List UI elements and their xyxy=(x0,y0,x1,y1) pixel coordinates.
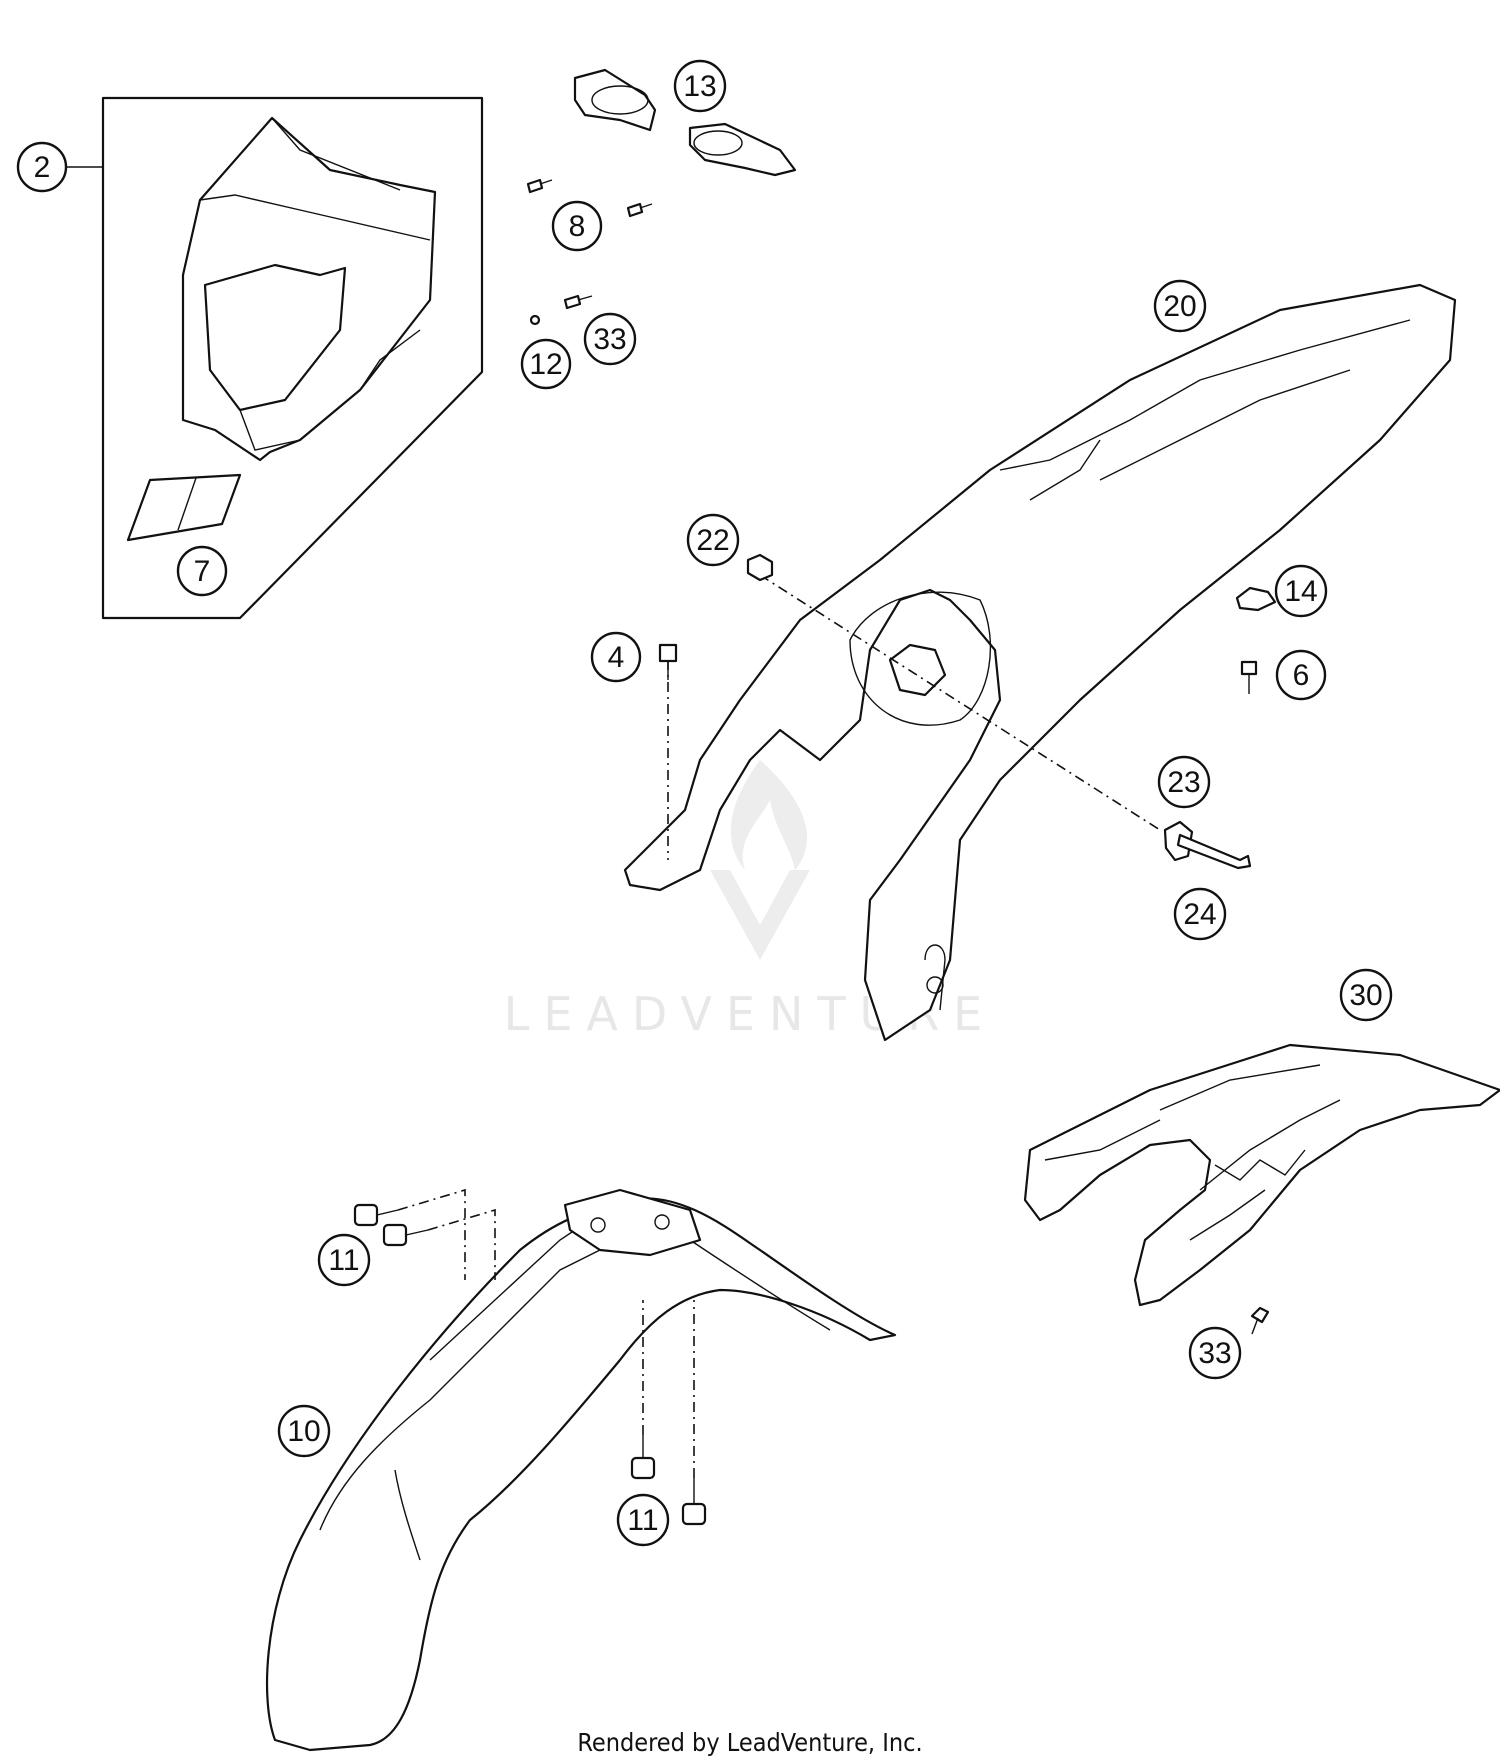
callout-22: 22 xyxy=(686,513,740,567)
callout-11-bottom-label: 11 xyxy=(627,1504,658,1537)
callout-33-top: 33 xyxy=(583,312,637,366)
callout-30-label: 30 xyxy=(1349,979,1382,1012)
callout-2-label: 2 xyxy=(34,151,51,184)
callout-23: 23 xyxy=(1157,755,1211,809)
callout-24: 24 xyxy=(1173,887,1227,941)
render-credit: Rendered by LeadVenture, Inc. xyxy=(577,1728,923,1757)
callout-10: 10 xyxy=(277,1404,331,1458)
bolt-6 xyxy=(1240,660,1258,694)
handlebar-clamps xyxy=(573,68,797,177)
callout-6-label: 6 xyxy=(1293,659,1310,692)
callout-11-top-label: 11 xyxy=(328,1244,359,1277)
callout-20: 20 xyxy=(1153,279,1207,333)
callout-7: 7 xyxy=(176,545,228,597)
callout-13: 13 xyxy=(673,59,727,113)
nut-22 xyxy=(746,553,774,582)
callout-33-top-label: 33 xyxy=(593,323,626,356)
callout-23-label: 23 xyxy=(1167,766,1200,799)
callout-8-label: 8 xyxy=(569,210,586,243)
callout-4: 4 xyxy=(590,631,642,683)
callout-30: 30 xyxy=(1339,968,1393,1022)
callout-4-label: 4 xyxy=(608,641,625,674)
callout-13-label: 13 xyxy=(683,70,716,103)
callout-33-bottom-label: 33 xyxy=(1198,1337,1231,1370)
front-fender-mount-lines xyxy=(397,1188,695,1478)
callout-7-label: 7 xyxy=(194,555,211,588)
callout-20-label: 20 xyxy=(1163,290,1196,323)
callout-14-label: 14 xyxy=(1284,575,1317,608)
callout-22-label: 22 xyxy=(696,524,729,557)
callout-24-label: 24 xyxy=(1183,898,1216,931)
callout-11-bottom: 11 xyxy=(616,1493,670,1547)
screw-33-top xyxy=(563,294,593,310)
callout-12: 12 xyxy=(520,338,572,390)
callout-8: 8 xyxy=(551,200,603,252)
callout-10-label: 10 xyxy=(287,1415,320,1448)
callout-6: 6 xyxy=(1275,649,1327,701)
bolt-4 xyxy=(658,643,678,680)
screws-8 xyxy=(526,178,653,218)
front-fender-bolts xyxy=(353,1203,707,1526)
callout-12-label: 12 xyxy=(529,348,562,381)
callout-14: 14 xyxy=(1274,564,1328,618)
callout-2: 2 xyxy=(16,141,68,193)
callout-11-top: 11 xyxy=(317,1233,371,1287)
bolt-24 xyxy=(1176,833,1252,870)
rear-part-30 xyxy=(1023,1043,1500,1307)
rear-fender xyxy=(623,283,1457,1042)
callout-33-bottom: 33 xyxy=(1188,1326,1242,1380)
washer-12 xyxy=(529,314,541,326)
screw-33-bottom xyxy=(1250,1306,1270,1335)
headlight-mask-group xyxy=(67,96,484,620)
front-fender xyxy=(265,1188,897,1752)
grommet-14 xyxy=(1235,586,1277,612)
